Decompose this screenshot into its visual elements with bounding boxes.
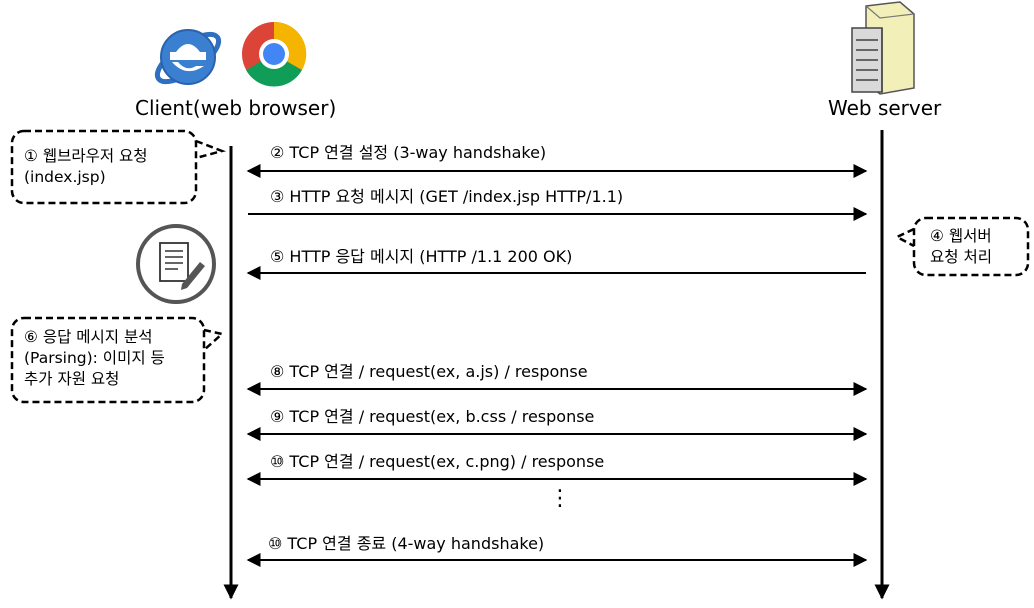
note-browser-request: ① 웹브라우저 요청 (index.jsp) (24, 147, 148, 186)
message-tcp-close: ⑩ TCP 연결 종료 (4-way handshake) (268, 534, 545, 553)
note-parse-response-box (10, 316, 225, 404)
chrome-icon (242, 21, 307, 87)
note-parse-response: ⑥ 응답 메시지 분석 (Parsing): 이미지 등 추가 자원 요청 (24, 328, 165, 388)
message-http-response: ⑤ HTTP 응답 메시지 (HTTP /1.1 200 OK) (270, 247, 573, 266)
ellipsis: ⋮ (549, 486, 571, 511)
server-icon (851, 1, 915, 95)
note-browser-request-box (10, 129, 227, 205)
internet-explorer-icon (154, 29, 222, 85)
note-server-processing: ④ 웹서버 요청 처리 (930, 227, 992, 266)
message-tcp-setup: ② TCP 연결 설정 (3-way handshake) (270, 143, 547, 162)
note-server-processing-box (894, 216, 1030, 277)
server-label: Web server (828, 96, 942, 120)
document-edit-icon (136, 224, 216, 304)
message-http-request: ③ HTTP 요청 메시지 (GET /index.jsp HTTP/1.1) (270, 187, 624, 206)
message-request-cpng: ⑩ TCP 연결 / request(ex, c.png) / response (270, 452, 605, 471)
message-request-bcss: ⑨ TCP 연결 / request(ex, b.css / response (270, 407, 595, 426)
message-request-ajs: ⑧ TCP 연결 / request(ex, a.js) / response (270, 362, 588, 381)
client-label: Client(web browser) (135, 96, 337, 120)
